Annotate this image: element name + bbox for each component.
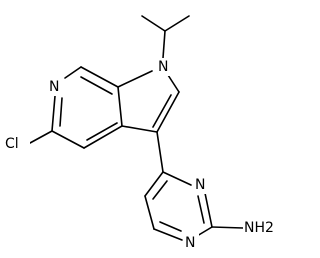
atom-pyridine-n: N — [49, 79, 59, 95]
bond-c7a-c7-double — [80, 76, 113, 95]
bond-c4p-c5p-double — [152, 180, 168, 200]
atom-pyrrole-n: N — [158, 59, 168, 75]
bond-c7a-c7 — [80, 66, 119, 88]
bond-pyridine-n-c5 — [51, 95, 56, 132]
bond-c3-pyrimidine — [156, 131, 164, 173]
bond-c3a-c7a — [117, 86, 123, 127]
bond-ch-pyrrole-n — [162, 30, 166, 59]
bond-c5p-c6p — [144, 195, 155, 230]
atom-pyrimidine-n1: N — [185, 235, 195, 251]
bond-c5-cl — [29, 130, 53, 144]
bond-c2p-n3 — [204, 192, 213, 228]
bond-layer — [29, 15, 244, 241]
chemical-structure-diagram: N N Cl N N NH2 — [3, 15, 279, 252]
bond-c4p-c5p — [144, 171, 164, 197]
bond-pyrrole-n-c2 — [167, 74, 180, 93]
bond-c7-pyridine-n — [64, 66, 82, 79]
bond-n1-c2p — [196, 226, 213, 237]
bond-c3-c3a — [121, 125, 158, 133]
bond-c6p-n1-double — [159, 221, 182, 232]
bond-c5-c4 — [51, 130, 85, 149]
bond-c6p-n1 — [153, 228, 183, 241]
bond-c2-c3 — [156, 91, 180, 133]
bond-c2-c3-double — [152, 94, 172, 128]
bond-c4p-n3 — [162, 171, 192, 186]
bond-c7a-pyrrole-n — [117, 70, 153, 88]
bond-c2p-amine — [211, 226, 244, 229]
bond-ch3-left-ch — [141, 15, 166, 32]
bond-c4-c3a — [83, 125, 123, 149]
bond-c4-c3a-double — [86, 122, 118, 141]
atom-label-layer: N N Cl N N NH2 — [3, 58, 279, 252]
atom-amine: NH2 — [244, 220, 274, 236]
atom-chlorine: Cl — [5, 136, 19, 152]
bond-pyridine-n-c5-double — [59, 97, 63, 127]
atom-pyrimidine-n3: N — [195, 177, 205, 193]
bond-c2p-n3-double — [197, 195, 205, 224]
bond-ch-ch3-right — [164, 15, 190, 32]
